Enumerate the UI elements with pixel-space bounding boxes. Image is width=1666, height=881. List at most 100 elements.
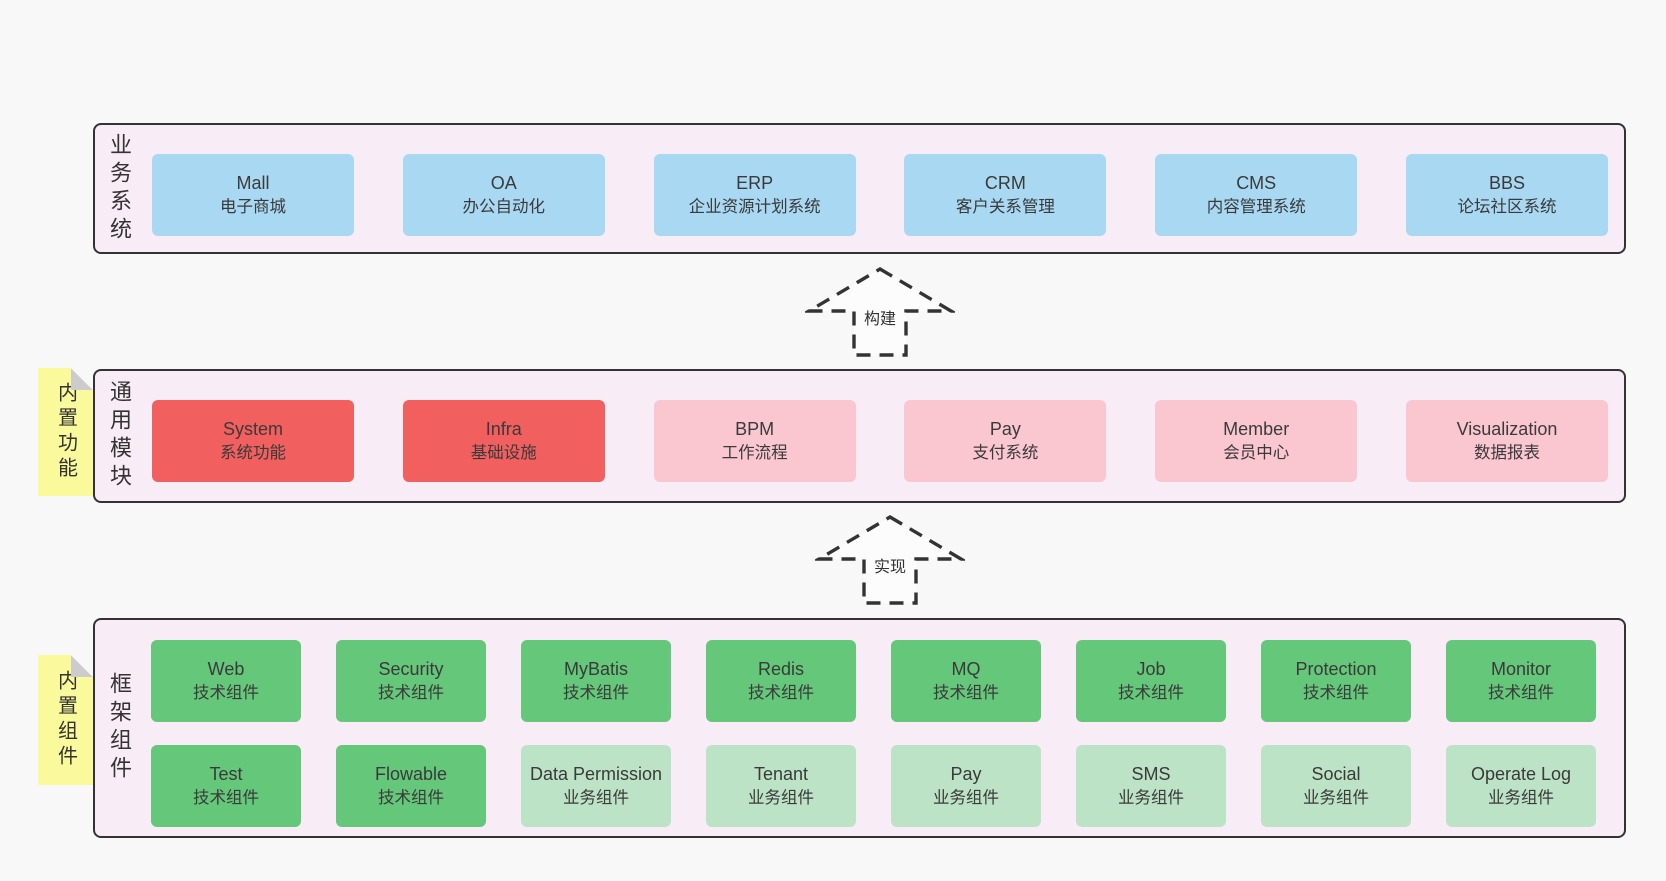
node-subtitle: 技术组件 [193,684,259,703]
node-title: ERP [736,172,774,193]
node-subtitle: 业务组件 [1488,789,1554,808]
node-subtitle: 技术组件 [193,789,259,808]
node-title: Job [1136,658,1166,679]
node-title: MyBatis [563,658,628,679]
node-pay-component: Pay 业务组件 [891,745,1041,827]
node-subtitle: 技术组件 [378,789,444,808]
node-infra: Infra 基础设施 [402,400,605,482]
layer-business-systems: 业务系统 Mall 电子商城 OA 办公自动化 ERP 企业资源计划系统 CRM… [93,123,1626,254]
node-subtitle: 技术组件 [748,684,814,703]
node-subtitle: 业务组件 [933,789,999,808]
node-web: Web 技术组件 [151,640,301,722]
node-title: Operate Log [1470,763,1572,784]
node-cms: CMS 内容管理系统 [1155,154,1358,236]
node-crm: CRM 客户关系管理 [904,154,1107,236]
node-oa: OA 办公自动化 [402,154,605,236]
node-security: Security 技术组件 [336,640,486,722]
node-subtitle: 客户关系管理 [955,198,1055,217]
node-subtitle: 电子商城 [220,198,286,217]
node-subtitle: 内容管理系统 [1206,198,1306,217]
arrow-label: 实现 [874,558,906,576]
sticky-note-builtin-components: 内置组件 [38,655,93,785]
node-title: Social [1311,763,1361,784]
node-title: Redis [757,658,805,679]
node-sms: SMS 业务组件 [1076,745,1226,827]
node-social: Social 业务组件 [1261,745,1411,827]
node-test: Test 技术组件 [151,745,301,827]
node-flowable: Flowable 技术组件 [336,745,486,827]
node-title: Mall [236,172,270,193]
layer-label: 通用模块 [107,380,132,492]
node-title: Pay [989,418,1021,439]
layer-framework-components: 框架组件 Web 技术组件 Security 技术组件 MyBatis 技术组件… [93,618,1626,838]
node-title: BPM [735,418,775,439]
node-operate-log: Operate Log 业务组件 [1446,745,1596,827]
node-title: Flowable [374,763,448,784]
node-title: CMS [1236,172,1277,193]
node-title: System [222,418,283,439]
up-block-arrow-icon: 实现 [815,515,965,605]
node-data-permission: Data Permission 业务组件 [521,745,671,827]
note-fold-icon [71,655,93,677]
sticky-note-label: 内置功能 [54,382,77,482]
node-redis: Redis 技术组件 [706,640,856,722]
note-fold-icon [71,368,93,390]
node-title: Data Permission [529,763,663,784]
node-subtitle: 业务组件 [748,789,814,808]
node-subtitle: 技术组件 [378,684,444,703]
node-subtitle: 业务组件 [1303,789,1369,808]
node-subtitle: 技术组件 [933,684,999,703]
node-subtitle: 办公自动化 [462,198,546,217]
node-subtitle: 数据报表 [1473,444,1540,463]
node-subtitle: 业务组件 [563,789,629,808]
node-subtitle: 工作流程 [721,444,788,463]
node-mq: MQ 技术组件 [891,640,1041,722]
up-block-arrow-icon: 构建 [805,267,955,357]
node-job: Job 技术组件 [1076,640,1226,722]
framework-components-row-1: Web 技术组件 Security 技术组件 MyBatis 技术组件 Redi… [95,640,1624,722]
common-modules-row: System 系统功能 Infra 基础设施 BPM 工作流程 Pay 支付系统… [95,400,1624,482]
node-subtitle: 业务组件 [1118,789,1184,808]
node-bbs: BBS 论坛社区系统 [1405,154,1608,236]
business-systems-row: Mall 电子商城 OA 办公自动化 ERP 企业资源计划系统 CRM 客户关系… [95,154,1624,236]
node-subtitle: 支付系统 [972,444,1039,463]
node-protection: Protection 技术组件 [1261,640,1411,722]
node-title: Visualization [1456,418,1558,439]
node-title: MQ [951,658,981,679]
node-title: Infra [485,418,522,439]
node-title: Member [1223,418,1290,439]
sticky-note-builtin-features: 内置功能 [38,368,93,496]
layer-common-modules: 通用模块 System 系统功能 Infra 基础设施 BPM 工作流程 Pay… [93,369,1626,503]
node-title: Pay [950,763,982,784]
arrow-label: 构建 [864,310,896,328]
node-title: SMS [1131,763,1171,784]
implement-arrow: 实现 [815,514,965,606]
node-title: Web [207,658,245,679]
node-visualization: Visualization 数据报表 [1405,400,1608,482]
framework-components-row-2: Test 技术组件 Flowable 技术组件 Data Permission … [95,745,1624,827]
node-subtitle: 技术组件 [1488,684,1554,703]
node-subtitle: 技术组件 [1118,684,1184,703]
node-subtitle: 基础设施 [470,444,537,463]
node-tenant: Tenant 业务组件 [706,745,856,827]
node-bpm: BPM 工作流程 [653,400,856,482]
node-erp: ERP 企业资源计划系统 [653,154,856,236]
node-title: CRM [984,172,1026,193]
node-system: System 系统功能 [152,400,354,482]
node-title: Protection [1295,658,1377,679]
layer-label: 业务系统 [107,132,132,245]
node-title: Monitor [1490,658,1552,679]
node-title: Test [209,763,243,784]
node-subtitle: 系统功能 [220,444,286,463]
node-title: OA [490,172,517,193]
node-subtitle: 企业资源计划系统 [688,198,821,217]
node-mall: Mall 电子商城 [152,154,354,236]
sticky-note-label: 内置组件 [54,670,77,770]
node-pay-module: Pay 支付系统 [904,400,1107,482]
node-subtitle: 论坛社区系统 [1457,198,1557,217]
node-subtitle: 技术组件 [1303,684,1369,703]
node-title: Tenant [753,763,809,784]
node-monitor: Monitor 技术组件 [1446,640,1596,722]
node-title: Security [378,658,444,679]
node-member: Member 会员中心 [1155,400,1358,482]
